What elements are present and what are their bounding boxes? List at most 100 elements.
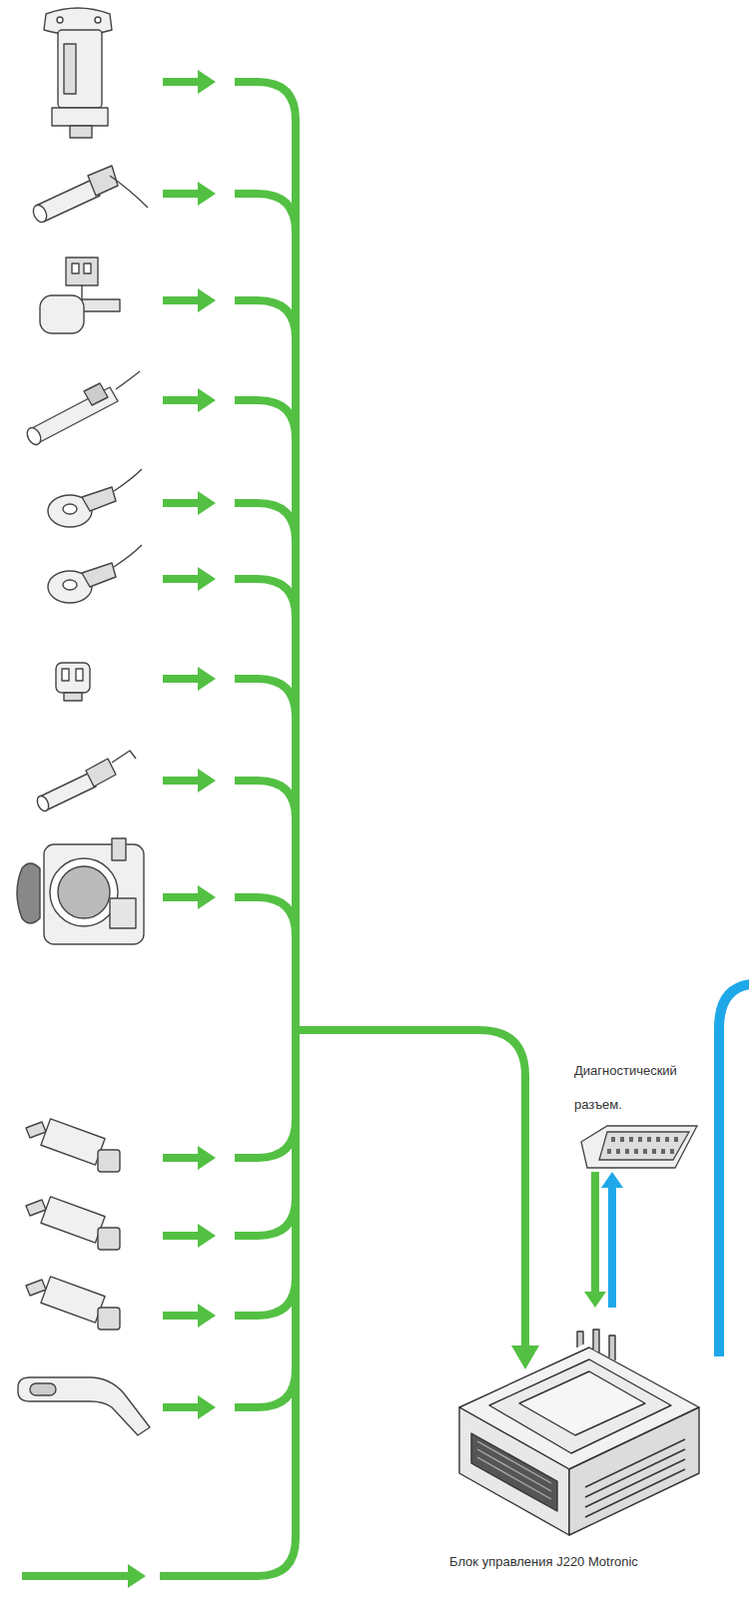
arrowhead <box>584 1292 607 1309</box>
sensor-bus <box>234 503 296 542</box>
injector <box>25 1119 120 1173</box>
air-mass-meter <box>56 16 63 23</box>
injector <box>97 1150 120 1173</box>
injector <box>25 1200 46 1217</box>
sensor-arrow <box>162 1304 216 1329</box>
sensor-illustrations <box>16 7 150 1437</box>
injector <box>25 1122 46 1139</box>
connector-shape <box>581 1126 698 1169</box>
sensor-bus <box>234 579 296 618</box>
throttle-body <box>109 898 136 929</box>
knock-sensor <box>47 469 142 528</box>
sensor-arrow <box>162 1396 216 1421</box>
connector-pins <box>638 1137 643 1143</box>
connector-pins <box>661 1149 666 1155</box>
arrow-shaft <box>608 1188 617 1309</box>
hall-sensor <box>39 257 120 334</box>
injector <box>40 1277 105 1324</box>
control-unit-body <box>477 1442 552 1500</box>
hall-sensor <box>81 285 120 312</box>
throttle-body <box>16 863 40 924</box>
temperature-sensor <box>61 669 69 682</box>
control-unit-body <box>459 1330 700 1536</box>
hall-sensor <box>83 263 91 274</box>
connector-pins <box>620 1137 625 1143</box>
sensor-arrow <box>21 69 216 1589</box>
sensor-arrow <box>162 885 216 910</box>
sensor-arrow <box>162 567 216 592</box>
sensor-arrow <box>162 388 216 413</box>
flow-arrow <box>584 1172 607 1309</box>
lambda-probe <box>23 425 43 448</box>
throttle-body <box>49 858 118 927</box>
speed-sensor <box>87 165 118 196</box>
air-mass-meter <box>94 16 101 23</box>
speed-sensor <box>30 202 49 224</box>
sensor-bus <box>234 1370 296 1409</box>
throttle-body <box>16 838 144 945</box>
arrowhead <box>601 1172 624 1189</box>
sensor-bus <box>159 1538 296 1577</box>
control-unit-body <box>577 1330 616 1362</box>
air-mass-meter <box>63 43 76 94</box>
control-unit-body <box>489 1360 672 1455</box>
air-mass-meter <box>69 125 92 138</box>
temperature-sensor <box>63 693 82 702</box>
diagnostic-connector: Диагностический разъем. <box>574 1054 705 1173</box>
injector <box>97 1308 120 1331</box>
sensor-bus <box>234 400 296 439</box>
node-label: Блок управления J220 Motronic <box>449 1553 710 1572</box>
control-unit-body <box>585 1440 686 1518</box>
injector <box>40 1197 105 1244</box>
bus-arrowhead <box>511 1346 540 1371</box>
switch <box>17 1378 150 1437</box>
speed-sensor <box>109 175 148 208</box>
sensor-bus <box>159 81 526 1577</box>
connector-shape <box>581 1126 698 1169</box>
connector-pins <box>634 1149 639 1155</box>
speed-sensor <box>30 165 148 225</box>
injector <box>25 1280 46 1297</box>
temperature-sensor <box>75 669 83 682</box>
sensor-bus <box>234 679 296 718</box>
connector-pins <box>670 1149 675 1155</box>
control-unit: Блок управления J220 Motronic <box>449 1308 710 1572</box>
temperature-sensor <box>34 750 136 813</box>
knock-sensor <box>47 545 142 604</box>
connector-pins <box>652 1149 657 1155</box>
throttle-body <box>43 844 144 945</box>
sensor-bus <box>234 897 296 936</box>
connector-pins <box>607 1149 612 1155</box>
sensor-bus <box>234 193 296 232</box>
hall-sensor <box>65 257 98 286</box>
switch <box>17 1378 150 1437</box>
sensor-arrow <box>162 768 216 793</box>
knock-sensor <box>81 487 116 512</box>
sensor-bus <box>234 1278 296 1317</box>
knock-sensor <box>113 469 142 492</box>
injector <box>25 1197 120 1251</box>
connector-pins <box>674 1137 679 1143</box>
sensor-bus <box>234 1120 296 1159</box>
air-mass-meter <box>51 107 108 126</box>
throttle-body <box>57 866 110 919</box>
connector-pins <box>629 1137 634 1143</box>
sensor-arrow <box>162 1146 216 1171</box>
sensor-arrow <box>162 69 216 94</box>
knock-sensor <box>113 545 142 568</box>
lambda-probe <box>83 383 108 406</box>
knock-sensor <box>81 563 116 588</box>
switch <box>29 1384 56 1397</box>
air-mass-meter <box>57 29 102 108</box>
connector-shape <box>599 1132 690 1161</box>
output-line <box>719 984 749 1358</box>
hall-sensor <box>71 263 79 274</box>
connector-pins <box>665 1137 670 1143</box>
sensor-bus <box>295 1030 526 1349</box>
sensor-arrow <box>162 491 216 516</box>
flow-arrow <box>601 1172 624 1309</box>
sensor-arrow <box>162 181 216 206</box>
